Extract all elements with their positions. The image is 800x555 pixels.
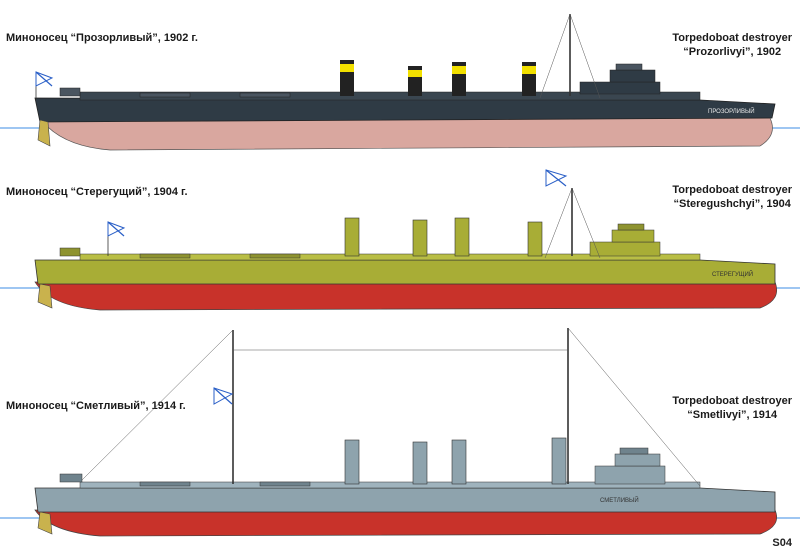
ship1-funnels <box>340 60 536 96</box>
ship1-armament <box>59 63 643 98</box>
ship3-caption-en: Torpedoboat destroyer “Smetlivyi”, 1914 <box>672 394 792 422</box>
ship2-deck <box>79 253 701 261</box>
ship1-caption-en: Torpedoboat destroyer “Prozorlivyi”, 190… <box>672 31 792 59</box>
ship1-caption-ru: Миноносец “Прозорливый”, 1902 г. <box>6 32 198 44</box>
ship2-caption-ru: Миноносец “Стерегущий”, 1904 г. <box>6 186 188 198</box>
ship2-armament <box>59 223 645 259</box>
ship3-lower-hull <box>34 509 778 537</box>
ship2-illustration: СТЕРЕГУЩИЙ <box>0 169 800 311</box>
ship3-hull-name: СМЕТЛИВЫЙ <box>600 496 639 504</box>
ship1-illustration: ПРОЗОРЛИВЫЙ <box>0 13 800 151</box>
ship3-rudder <box>37 511 53 535</box>
ship1-gun-deck <box>609 69 656 83</box>
ship3-caption-ru: Миноносец “Сметливый”, 1914 г. <box>6 400 186 412</box>
ship1-caption-en-line2: “Prozorlivyi”, 1902 <box>683 46 782 58</box>
ship1-bridge <box>579 81 661 95</box>
ship2-caption-en-line2: “Steregushchyi”, 1904 <box>673 198 791 210</box>
ship2-gun-deck <box>611 229 655 243</box>
ship3-caption-en-line2: “Smetlivyi”, 1914 <box>687 409 778 421</box>
ship3-caption-en-line1: Torpedoboat destroyer <box>672 395 792 407</box>
ship1-lower-hull <box>39 117 773 151</box>
ship1-hull-name: ПРОЗОРЛИВЫЙ <box>708 107 755 115</box>
ship2-caption-en: Torpedoboat destroyer “Steregushchyi”, 1… <box>672 183 792 211</box>
ship1-caption-en-line1: Torpedoboat destroyer <box>672 32 792 44</box>
ship3-bridge <box>594 465 666 485</box>
ship3-deck <box>79 481 701 489</box>
ship2-lower-hull <box>34 281 778 311</box>
ship1-rudder <box>37 119 51 147</box>
ship3-armament <box>59 447 649 487</box>
ship2-funnels <box>344 217 543 257</box>
ship2-hull <box>34 259 776 285</box>
ship2-bridge <box>589 241 661 257</box>
ship2-caption-en-line1: Torpedoboat destroyer <box>672 184 792 196</box>
ship1-hull <box>34 97 776 123</box>
ship2-hull-name: СТЕРЕГУЩИЙ <box>712 270 753 278</box>
ship3-hull <box>34 487 776 513</box>
ship2-rudder <box>37 283 53 309</box>
artist-signature: S04 <box>772 537 792 549</box>
ship3-funnels <box>344 437 567 485</box>
ship3-gun-deck <box>614 453 661 467</box>
ship3-illustration: СМЕТЛИВЫЙ <box>0 327 800 537</box>
